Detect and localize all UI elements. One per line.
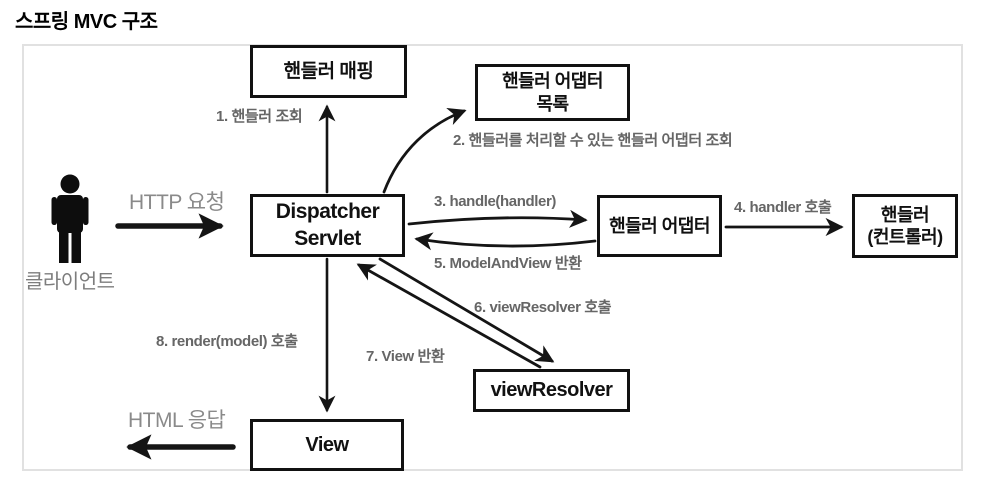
node-dispatcher-servlet: Dispatcher Servlet [250, 194, 405, 257]
arrow-step3-handle [407, 209, 588, 228]
node-label: 핸들러 어댑터 [609, 215, 710, 236]
node-label: 핸들러 매핑 [283, 60, 374, 82]
node-label: View [305, 433, 349, 456]
node-handler-mapping: 핸들러 매핑 [250, 45, 407, 98]
edge-label-step2: 2. 핸들러를 처리할 수 있는 핸들러 어댑터 조회 [453, 132, 733, 149]
node-label-line2: 목록 [536, 93, 569, 114]
node-handler-controller: 핸들러 (컨트롤러) [852, 194, 958, 258]
node-label: viewResolver [490, 379, 613, 401]
arrow-step7-view-return [356, 263, 542, 369]
arrow-step5-modelandview [414, 232, 597, 251]
arrow-step6-viewresolver-call [378, 257, 555, 363]
node-label-line1: 핸들러 [880, 204, 930, 225]
person-icon [51, 174, 89, 263]
node-label-line2: Servlet [294, 226, 361, 250]
edge-label-http-request: HTTP 요청 [129, 191, 225, 214]
edge-label-step6: 6. viewResolver 호출 [474, 299, 612, 316]
node-view: View [250, 419, 404, 471]
edge-label-html-response: HTML 응답 [128, 409, 226, 432]
edge-label-step3: 3. handle(handler) [434, 193, 556, 210]
edge-label-step7: 7. View 반환 [366, 348, 445, 365]
node-handler-adapter-list: 핸들러 어댑터 목록 [475, 64, 630, 121]
edge-label-step8: 8. render(model) 호출 [156, 333, 298, 350]
node-label-line1: 핸들러 어댑터 [502, 71, 603, 91]
client-actor-label: 클라이언트 [25, 271, 115, 293]
arrow-step2-adapter-lookup [382, 108, 467, 194]
edge-label-step5: 5. ModelAndView 반환 [434, 255, 582, 272]
page-title: 스프링 MVC 구조 [15, 11, 158, 33]
edge-label-step4: 4. handler 호출 [734, 199, 832, 216]
node-view-resolver: viewResolver [473, 369, 630, 412]
node-label-line1: Dispatcher [275, 200, 380, 224]
node-handler-adapter: 핸들러 어댑터 [597, 195, 722, 257]
node-label-line2: (컨트롤러) [867, 227, 943, 247]
edge-label-step1: 1. 핸들러 조회 [216, 108, 303, 125]
